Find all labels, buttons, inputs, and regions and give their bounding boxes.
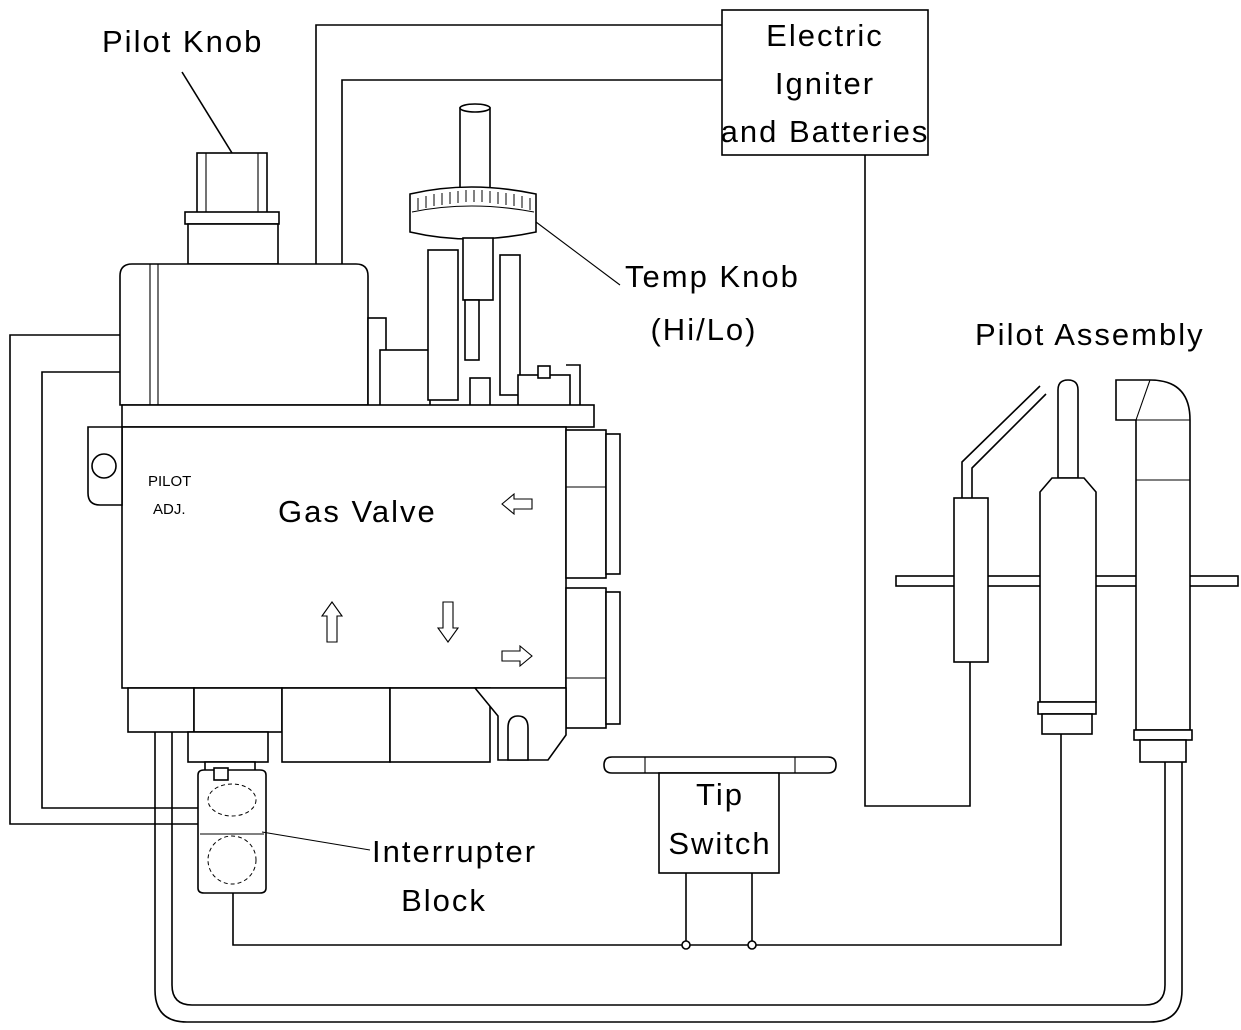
wiring — [9, 24, 1183, 1023]
electric-igniter-label-3: and Batteries — [721, 114, 930, 149]
valve-top-plate — [121, 404, 595, 428]
pilot-assembly-label: Pilot Assembly — [975, 317, 1205, 352]
pilot-adj-label-2: ADJ. — [153, 501, 186, 518]
pilot-knob-label: Pilot Knob — [102, 24, 263, 59]
temp-dial-ticks — [417, 190, 531, 210]
flow-arrow-up-icon — [320, 601, 344, 643]
pilot-tube-outer — [154, 732, 1183, 1023]
electric-igniter-box — [721, 9, 929, 156]
pilot-electrode — [953, 385, 1047, 663]
temp-knob-label-1: Temp Knob — [625, 259, 800, 294]
pilot-housing — [119, 263, 431, 409]
interrupter-to-thermocouple-wire — [232, 733, 1062, 946]
flow-arrow-down-icon — [436, 601, 460, 643]
tip-switch-junction-2 — [747, 940, 757, 950]
pilot-knob — [181, 71, 280, 265]
tip-switch — [603, 756, 837, 874]
flow-arrow-right-icon — [501, 644, 533, 668]
electric-igniter-label-2: Igniter — [775, 66, 875, 101]
igniter-to-electrode-wire — [864, 155, 971, 807]
temp-knob-label-2: (Hi/Lo) — [650, 312, 757, 347]
interrupter-block-label-1: Interrupter — [372, 834, 537, 869]
igniter-wire-1 — [315, 24, 722, 378]
gas-valve-body — [87, 426, 621, 763]
tip-switch-label-1: Tip — [696, 777, 744, 812]
pilot-tube-inner — [171, 732, 1166, 1006]
tip-switch-label-2: Switch — [668, 826, 771, 861]
thermocouple — [1037, 379, 1097, 735]
pilot-hood — [1115, 379, 1193, 763]
temp-knob — [409, 103, 621, 409]
labels: Pilot Knob Electric Igniter and Batterie… — [102, 18, 1205, 918]
flow-arrow-left-icon — [501, 492, 533, 516]
left-wire-inner — [41, 371, 198, 809]
tip-switch-junction-1 — [681, 940, 691, 950]
interrupter-block-label-2: Block — [401, 883, 487, 918]
pilot-assembly — [895, 379, 1239, 763]
interrupter-block — [187, 731, 371, 894]
left-wire-outer — [9, 334, 198, 825]
pilot-adj-label-1: PILOT — [148, 473, 191, 490]
electric-igniter-label-1: Electric — [766, 18, 884, 53]
gas-valve-label: Gas Valve — [278, 494, 437, 529]
